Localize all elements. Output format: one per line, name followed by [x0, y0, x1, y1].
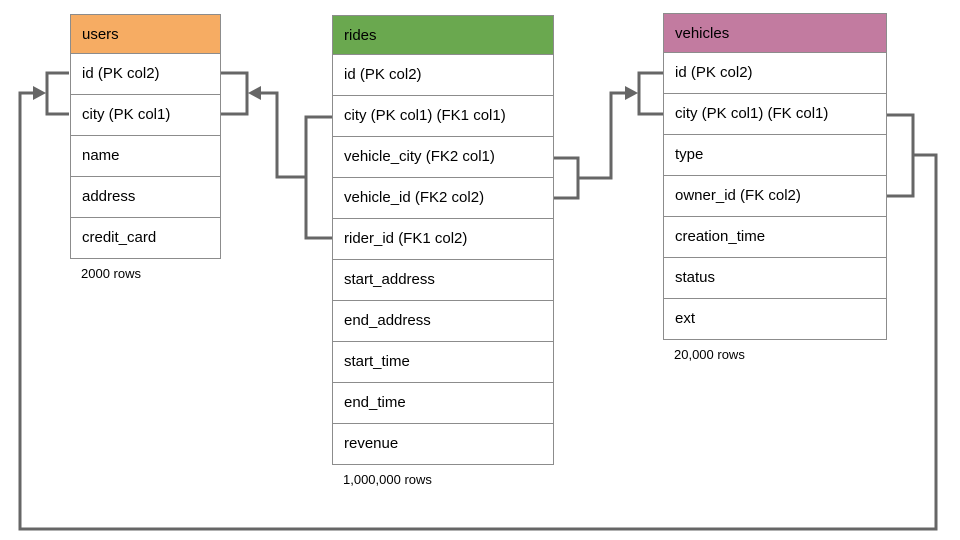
table-users-header: users — [70, 14, 221, 54]
table-users-rowcount: 2000 rows — [81, 266, 141, 281]
table-field-row: vehicle_id (FK2 col2) — [333, 178, 553, 219]
table-field-row: id (PK col2) — [71, 54, 220, 95]
table-vehicles-header: vehicles — [663, 13, 887, 53]
arrowhead-to-users-left-icon — [33, 86, 46, 100]
rides-to-users-line — [260, 91, 306, 179]
users-pk-right-bracket — [221, 71, 249, 116]
vehicles-pk-left-bracket — [637, 71, 664, 116]
connector-rides-to-users — [248, 86, 332, 240]
table-field-row: owner_id (FK col2) — [664, 176, 886, 217]
table-vehicles: vehicles id (PK col2)city (PK col1) (FK … — [663, 13, 887, 362]
users-pk-left-bracket — [45, 71, 69, 116]
table-field-row: id (PK col2) — [664, 53, 886, 94]
table-field-row: start_address — [333, 260, 553, 301]
rides-fk1-bracket — [304, 115, 332, 240]
table-rides-rows: id (PK col2)city (PK col1) (FK1 col1)veh… — [332, 55, 554, 465]
table-field-row: type — [664, 135, 886, 176]
vehicles-fk-right-bracket — [887, 113, 915, 198]
table-field-row: city (PK col1) — [71, 95, 220, 136]
connector-rides-to-vehicles — [554, 86, 638, 200]
arrowhead-to-users-right-icon — [248, 86, 261, 100]
table-rides-rowcount: 1,000,000 rows — [343, 472, 432, 487]
table-field-row: ext — [664, 299, 886, 340]
rides-to-vehicles-line — [578, 91, 625, 180]
table-field-row: address — [71, 177, 220, 218]
table-field-row: status — [664, 258, 886, 299]
table-rides-header: rides — [332, 15, 554, 55]
table-field-row: revenue — [333, 424, 553, 465]
table-field-row: vehicle_city (FK2 col1) — [333, 137, 553, 178]
table-field-row: rider_id (FK1 col2) — [333, 219, 553, 260]
table-field-row: id (PK col2) — [333, 55, 553, 96]
table-field-row: city (PK col1) (FK1 col1) — [333, 96, 553, 137]
table-field-row: end_time — [333, 383, 553, 424]
table-vehicles-rowcount: 20,000 rows — [674, 347, 745, 362]
table-field-row: credit_card — [71, 218, 220, 259]
table-field-row: city (PK col1) (FK col1) — [664, 94, 886, 135]
table-field-row: creation_time — [664, 217, 886, 258]
table-field-row: name — [71, 136, 220, 177]
rides-fk2-bracket — [554, 156, 580, 200]
arrowhead-to-vehicles-left-icon — [625, 86, 638, 100]
table-vehicles-rows: id (PK col2)city (PK col1) (FK col1)type… — [663, 53, 887, 340]
table-rides: rides id (PK col2)city (PK col1) (FK1 co… — [332, 15, 554, 487]
table-field-row: end_address — [333, 301, 553, 342]
table-field-row: start_time — [333, 342, 553, 383]
